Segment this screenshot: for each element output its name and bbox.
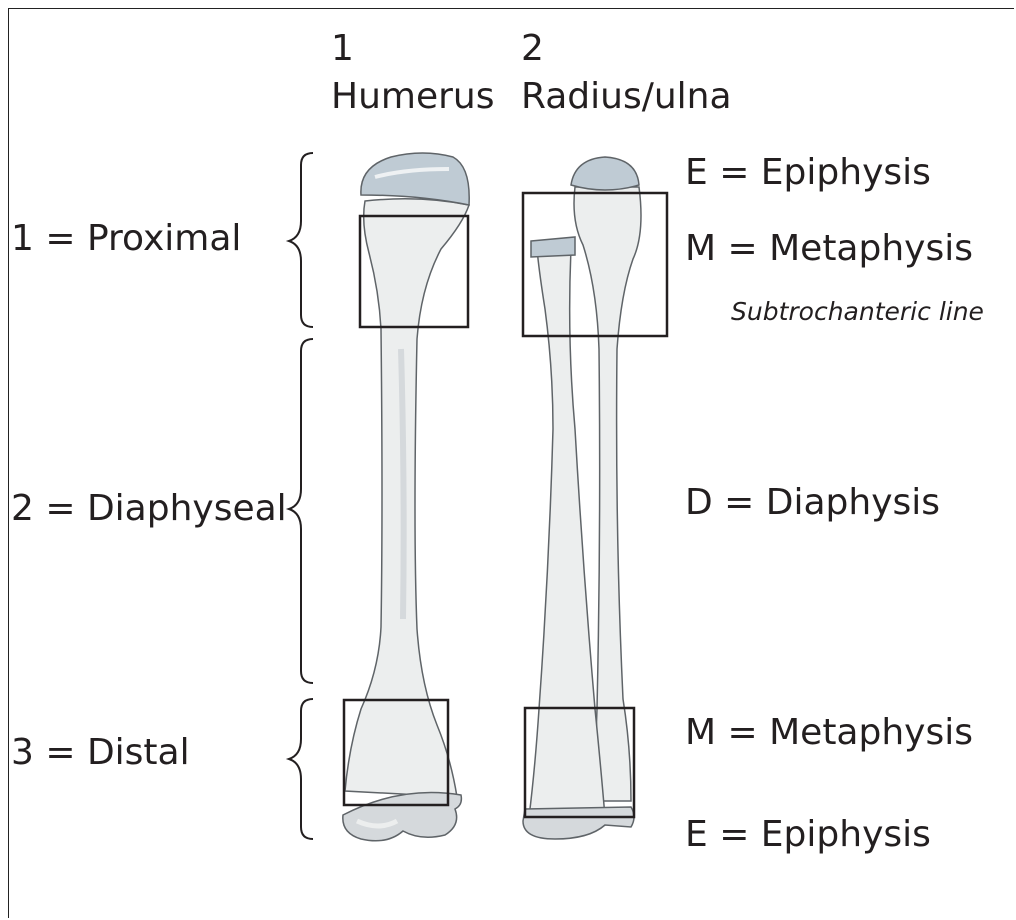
humerus-head: [361, 153, 469, 205]
brace-proximal: [289, 153, 313, 327]
radius-head: [531, 237, 575, 257]
radius-shaft: [529, 249, 605, 817]
brace-distal: [289, 699, 313, 839]
segment-braces: [289, 153, 313, 839]
radius-ulna: [523, 157, 641, 839]
humerus-shaft: [345, 199, 469, 797]
brace-diaphyseal: [289, 339, 313, 683]
figure-frame: 1 Humerus 2 Radius/ulna 1 = Proximal 2 =…: [8, 8, 1014, 918]
olecranon: [571, 157, 639, 190]
humerus: [343, 153, 469, 841]
bones-illustration: [9, 9, 1014, 918]
distal-joint-surface: [523, 807, 634, 839]
humerus-condyles: [343, 793, 462, 841]
